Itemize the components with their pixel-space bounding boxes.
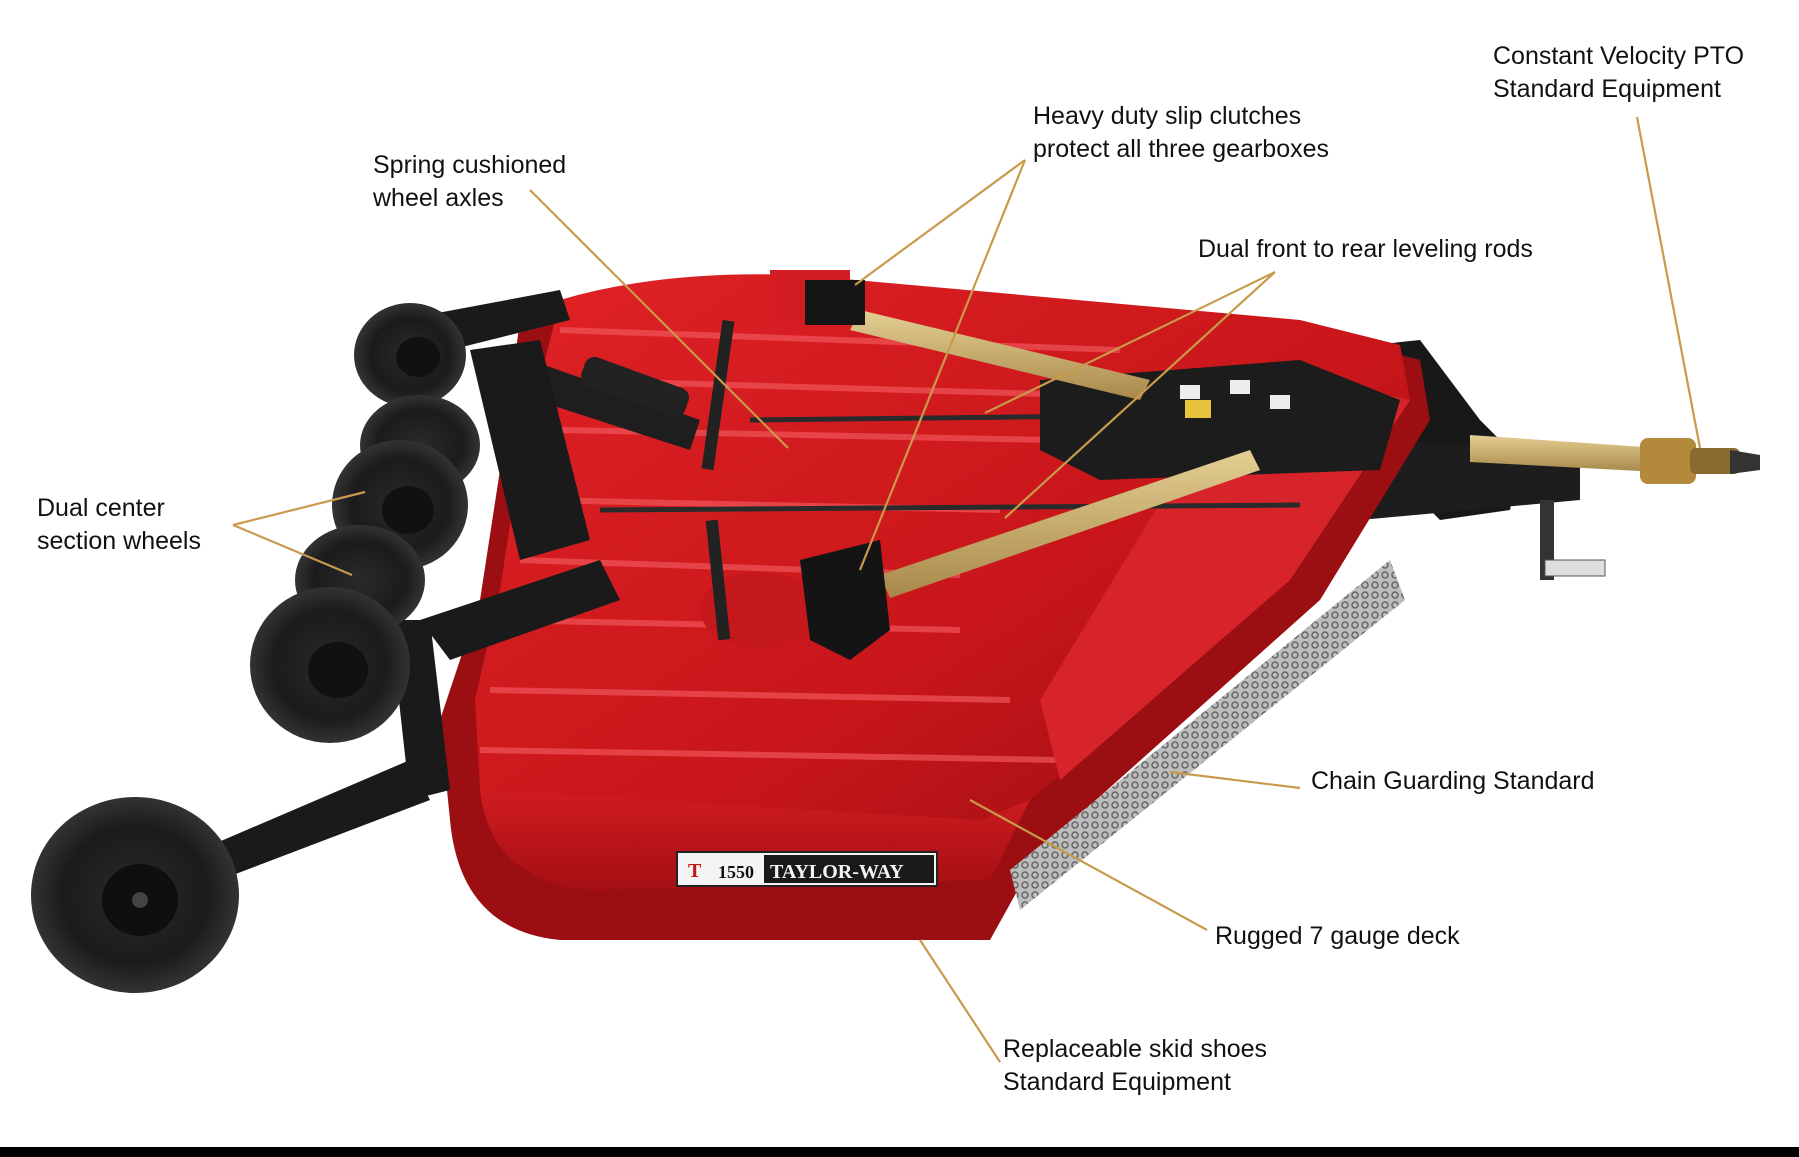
callout-rods: Dual front to rear leveling rods: [1198, 233, 1533, 266]
wheel-center-4: [250, 587, 410, 743]
leader-wheels-2: [232, 523, 353, 577]
callout-chain-line1: Chain Guarding Standard: [1311, 767, 1595, 795]
callout-pto-line2: Standard Equipment: [1493, 75, 1721, 103]
leader-axles: [529, 189, 789, 449]
callout-deck: Rugged 7 gauge deck: [1215, 920, 1460, 953]
callout-axles: Spring cushioned wheel axles: [373, 149, 566, 215]
brand-name: TAYLOR-WAY: [770, 861, 904, 883]
callout-wheels: Dual center section wheels: [37, 492, 201, 558]
drive-shafts: [850, 310, 1260, 598]
leader-lines: [232, 116, 1702, 1063]
leader-skid: [919, 939, 1001, 1063]
model-number: 1550: [718, 862, 754, 882]
callout-clutches: Heavy duty slip clutches protect all thr…: [1033, 100, 1329, 166]
callout-skid: Replaceable skid shoes Standard Equipmen…: [1003, 1033, 1267, 1099]
callout-skid-line2: Standard Equipment: [1003, 1068, 1231, 1096]
leader-chain: [1169, 770, 1301, 790]
leader-wheels-1: [232, 490, 366, 527]
chain-guard: [1010, 560, 1405, 910]
leader-clutch-2: [858, 159, 1027, 571]
wheel-frame: [200, 290, 620, 880]
leader-rods-2: [1004, 271, 1276, 519]
callout-deck-line1: Rugged 7 gauge deck: [1215, 922, 1460, 950]
callout-rods-line1: Dual front to rear leveling rods: [1198, 235, 1533, 263]
brand-logo-mark: T: [688, 860, 702, 882]
callout-pto: Constant Velocity PTO Standard Equipment: [1493, 40, 1744, 106]
pto-driveline: [1470, 435, 1760, 484]
leader-clutch-1: [854, 159, 1026, 286]
wheel-rear-top: [354, 303, 466, 407]
callout-chain: Chain Guarding Standard: [1311, 765, 1595, 798]
leader-rods-1: [984, 271, 1276, 414]
wheels: [31, 303, 480, 993]
callout-axles-line2: wheel axles: [373, 184, 504, 212]
callout-axles-line1: Spring cushioned: [373, 151, 567, 179]
callout-wheels-line1: Dual center: [37, 494, 165, 522]
leader-pto: [1635, 116, 1702, 449]
callout-pto-line1: Constant Velocity PTO: [1493, 42, 1745, 70]
callout-wheels-line2: section wheels: [37, 527, 201, 555]
wheel-front: [31, 797, 239, 993]
spring-axles: [520, 319, 735, 641]
side-gearboxes: [700, 270, 890, 660]
leader-deck: [969, 799, 1208, 931]
callout-clutches-line1: Heavy duty slip clutches: [1033, 102, 1302, 130]
brand-badge: T 1550 TAYLOR-WAY: [676, 851, 938, 887]
callout-clutches-line2: protect all three gearboxes: [1033, 135, 1330, 163]
callout-skid-line1: Replaceable skid shoes: [1003, 1035, 1268, 1063]
